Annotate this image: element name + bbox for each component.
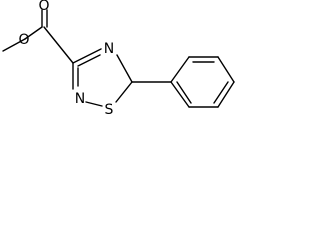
bond-methyl-o (2, 38, 26, 52)
atom-label-o-ester: O (18, 32, 29, 48)
bond-c3-n4 (72, 48, 102, 64)
bond-ph-4 (217, 81, 235, 108)
atom-labels: O O N N S (18, 0, 114, 118)
bonds (2, 9, 235, 108)
bond-ph-inner-2 (213, 81, 229, 104)
chemical-structure: O O N N S (2, 0, 235, 118)
bond-ph-inner-3 (176, 81, 192, 104)
atom-label-o-carbonyl: O (38, 0, 49, 14)
bond-n4-c5 (116, 54, 133, 83)
bond-ph-3 (217, 56, 235, 83)
bond-o-carbonyl (24, 26, 43, 40)
bond-s1-n2 (85, 101, 103, 107)
bond-carbonyl-c3 (43, 26, 74, 64)
bond-c5-s1 (115, 81, 133, 103)
bond-ph-1 (170, 56, 190, 83)
atom-label-s1: S (105, 102, 114, 118)
bond-c3-n4-inner (77, 54, 101, 67)
atom-label-n4: N (104, 41, 114, 57)
bond-ph-6 (170, 81, 190, 108)
atom-label-n2: N (75, 91, 85, 107)
